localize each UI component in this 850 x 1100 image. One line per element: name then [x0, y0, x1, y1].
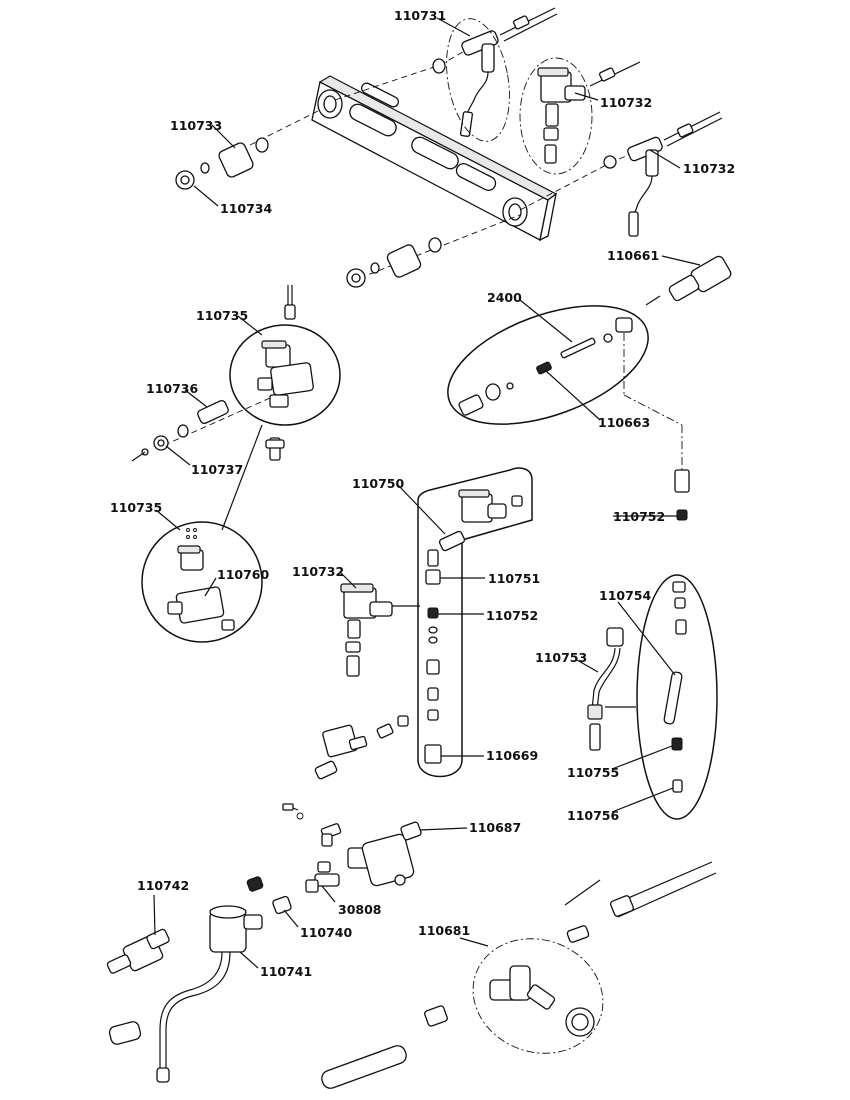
- tube-lower-icon: [321, 1045, 407, 1089]
- label-110741: 110741: [260, 964, 312, 979]
- label-110760: 110760: [217, 567, 269, 582]
- boiler-probe-110741-icon: [156, 905, 263, 1083]
- label-110663: 110663: [598, 415, 650, 430]
- tee-small-icon: [265, 437, 285, 461]
- solenoid-block-110735-icon: [229, 285, 341, 426]
- tube-110753-icon: [587, 627, 624, 751]
- label-110751: 110751: [488, 571, 540, 586]
- label-110661: 110661: [607, 248, 659, 263]
- tee-30808-icon: [305, 861, 340, 893]
- label-110740: 110740: [300, 925, 352, 940]
- label-110735-top: 110735: [196, 308, 248, 323]
- front-panel-manifold-icon: [311, 75, 558, 242]
- label-110752-right: 110752: [613, 509, 665, 524]
- valve-110661-icon: [645, 255, 732, 306]
- sensor-110742-icon: [106, 928, 170, 974]
- fitting-110740-icon: [246, 876, 292, 915]
- solenoid-valve-110732-icon: [340, 583, 420, 677]
- solenoid-110687-group-icon: [282, 803, 422, 887]
- label-110737: 110737: [191, 462, 243, 477]
- label-110733: 110733: [170, 118, 222, 133]
- label-110687: 110687: [469, 820, 521, 835]
- label-110735-bottom: 110735: [110, 500, 162, 515]
- label-110752-mid: 110752: [486, 608, 538, 623]
- label-110755: 110755: [567, 765, 619, 780]
- label-110736: 110736: [146, 381, 198, 396]
- label-110756: 110756: [567, 808, 619, 823]
- label-110734: 110734: [220, 201, 272, 216]
- label-2400: 2400: [487, 290, 522, 305]
- cartridge-110736-icon: [197, 399, 229, 425]
- cartridge-lower-icon: [346, 237, 442, 288]
- label-110681: 110681: [418, 923, 470, 938]
- clip-icon: [108, 1021, 142, 1045]
- label-110754: 110754: [599, 588, 651, 603]
- label-110731: 110731: [394, 8, 446, 23]
- column-110752-icon: [636, 469, 718, 820]
- label-110732-mid: 110732: [292, 564, 344, 579]
- valve-assembly-110731-icon: [432, 7, 558, 142]
- assembly-2400-icon: [447, 305, 649, 425]
- solenoid-detail-110760-icon: [141, 424, 263, 643]
- label-110732-right: 110732: [683, 161, 735, 176]
- label-110753: 110753: [535, 650, 587, 665]
- label-110750: 110750: [352, 476, 404, 491]
- label-110732-top: 110732: [600, 95, 652, 110]
- label-110742: 110742: [137, 878, 189, 893]
- fitting-lower-icon: [424, 1005, 448, 1027]
- assembly-110750-icon: [417, 467, 533, 778]
- label-30808: 30808: [338, 902, 382, 917]
- solenoid-valve-icon: [519, 57, 641, 175]
- cartridge-110733-icon: [175, 137, 269, 190]
- valve-110681-icon: [472, 861, 717, 1054]
- solenoid-small-icon: [314, 715, 409, 780]
- tee-fitting-icon: [603, 111, 723, 237]
- label-110669: 110669: [486, 748, 538, 763]
